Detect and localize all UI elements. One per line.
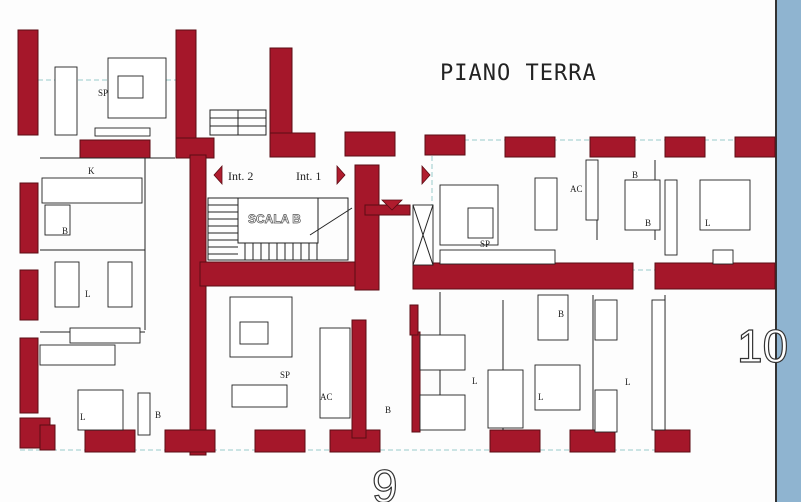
furniture <box>39 57 751 436</box>
room-label: AC <box>320 392 333 402</box>
room-label: B <box>558 309 564 319</box>
side-band <box>776 0 801 502</box>
scala-label-box <box>237 197 319 244</box>
room-label: L <box>705 218 711 228</box>
room-label: SP <box>98 88 108 98</box>
room-label: L <box>85 289 91 299</box>
room-label: SP <box>280 370 290 380</box>
dining-table <box>231 384 288 408</box>
room-label: K <box>88 166 95 176</box>
room-label: B <box>632 170 638 180</box>
room-labels: SP K B L L B SP AC B L B L L SP AC B B L <box>62 88 711 422</box>
bed <box>54 261 80 308</box>
room-label: AC <box>570 184 583 194</box>
entrance-arrow-right <box>421 164 431 186</box>
room-label: B <box>62 226 68 236</box>
room-label: L <box>538 392 544 402</box>
entrance-label-int1: Int. 1 <box>296 169 321 183</box>
dining-table <box>534 177 558 231</box>
room-label: L <box>472 376 478 386</box>
dining-table <box>54 66 78 136</box>
wardrobe <box>651 299 666 431</box>
bed <box>77 389 124 431</box>
room-label: L <box>625 377 631 387</box>
room-label: L <box>80 412 86 422</box>
entrance-arrow-int1 <box>336 164 346 186</box>
bed <box>419 334 466 371</box>
entrance-label-int2: Int. 2 <box>228 169 253 183</box>
building-number-9: 9 <box>372 460 398 502</box>
wardrobe <box>664 179 678 256</box>
room-label: SP <box>480 239 490 249</box>
bed <box>534 364 581 411</box>
building-number-10: 10 <box>737 320 788 372</box>
room-label: B <box>385 405 391 415</box>
entrance-arrow-int2 <box>213 164 223 186</box>
plan-title: PIANO TERRA <box>440 61 597 86</box>
entrance-arrow-down <box>381 199 403 211</box>
staircase-label: SCALA B <box>248 212 301 226</box>
walls <box>17 29 776 456</box>
room-label: B <box>155 410 161 420</box>
wardrobe <box>487 369 524 429</box>
room-label: B <box>645 218 651 228</box>
bed <box>699 179 751 231</box>
staircase <box>207 109 353 261</box>
bed <box>419 394 466 431</box>
bed <box>107 261 133 308</box>
